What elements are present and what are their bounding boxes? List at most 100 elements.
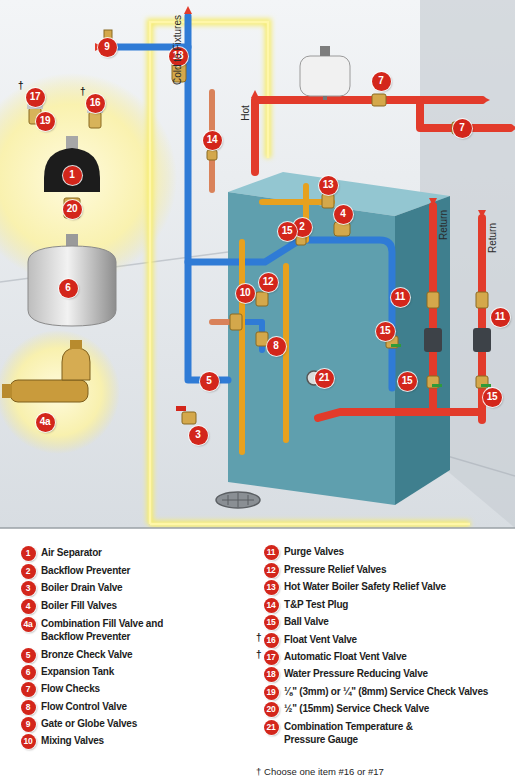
combination-valve bbox=[62, 348, 90, 380]
flow-arrow bbox=[184, 6, 192, 14]
callout-number: 13 bbox=[267, 583, 276, 592]
purge-valve bbox=[476, 292, 488, 308]
callout-number: 2 bbox=[299, 222, 304, 232]
callout-number: 4a bbox=[40, 417, 51, 427]
callout-circle: 7 bbox=[453, 119, 472, 138]
callout-circle: 15 bbox=[264, 615, 279, 630]
callout-number: 11 bbox=[395, 292, 405, 302]
callout-number: 6 bbox=[65, 283, 70, 293]
callout-number: 16 bbox=[90, 98, 101, 108]
callout-circle: 5 bbox=[21, 648, 36, 663]
panel-border bbox=[0, 527, 515, 529]
combination-valve bbox=[2, 384, 12, 398]
pipes bbox=[102, 16, 510, 452]
callout-number: 15 bbox=[267, 618, 276, 627]
callout-circle: 20 bbox=[63, 200, 82, 219]
part-name: Expansion Tank bbox=[41, 666, 246, 679]
yellow-pipe bbox=[239, 242, 245, 452]
part-name: ½" (15mm) Service Check Valve bbox=[284, 703, 515, 716]
callout-circle: 11 bbox=[391, 288, 410, 307]
callout-number: 19 bbox=[40, 116, 51, 126]
part-name: T&P Test Plug bbox=[284, 599, 515, 612]
callout-number: 12 bbox=[263, 277, 274, 287]
callout-circle: 21 bbox=[315, 369, 334, 388]
callout-circle: 3 bbox=[189, 426, 208, 445]
callout-circle: 11 bbox=[264, 545, 279, 560]
part-name: ⅛" (3mm) or ¼" (8mm) Service Check Valve… bbox=[284, 686, 515, 699]
flow-arrow bbox=[429, 198, 437, 206]
part-name: Mixing Valves bbox=[41, 735, 246, 748]
spotlight bbox=[0, 330, 120, 454]
flow-arrow bbox=[251, 90, 259, 98]
callout-circle: 20 bbox=[264, 702, 279, 717]
part-name: Float Vent Valve bbox=[284, 634, 515, 647]
expansion-tank bbox=[300, 56, 350, 96]
callout-circle: 5 bbox=[200, 372, 219, 391]
callout-circle: 6 bbox=[21, 665, 36, 680]
callout-number: 12 bbox=[267, 566, 276, 575]
callout-circle: 8 bbox=[21, 700, 36, 715]
callout-number: 7 bbox=[459, 123, 464, 133]
relief-valve bbox=[256, 292, 268, 306]
callout-number: 16 bbox=[267, 636, 276, 645]
tank-fitting bbox=[320, 46, 330, 56]
ball-valve bbox=[296, 235, 306, 245]
callout-number: 1 bbox=[69, 170, 74, 180]
valves bbox=[102, 30, 488, 424]
callout-circle: 10 bbox=[21, 734, 36, 749]
callout-number: 17 bbox=[30, 92, 41, 102]
callout-number: 13 bbox=[323, 180, 334, 190]
expansion-tank bbox=[28, 246, 116, 326]
flow-arrow bbox=[478, 210, 486, 218]
cold-pipe bbox=[188, 240, 392, 388]
dagger-mark: † bbox=[80, 86, 86, 97]
callout-circle: 7 bbox=[21, 682, 36, 697]
callout-circle: 21 bbox=[264, 720, 279, 735]
callout-circle: 4 bbox=[21, 599, 36, 614]
callout-number: 10 bbox=[240, 288, 251, 298]
cold-pipe bbox=[188, 16, 228, 380]
callout-circle: 14 bbox=[264, 598, 279, 613]
callout-circle: 12 bbox=[259, 273, 278, 292]
ball-valve-handle bbox=[481, 384, 491, 387]
part-name: Air Separator bbox=[41, 547, 246, 560]
part-name: Combination Temperature & Pressure Gauge bbox=[284, 721, 414, 746]
parts-list-panel bbox=[0, 528, 515, 784]
callout-number: 18 bbox=[267, 670, 276, 679]
callout-circle: 16 bbox=[264, 633, 279, 648]
return-pipe bbox=[318, 412, 482, 418]
callout-circle: 10 bbox=[236, 284, 255, 303]
callout-circle: 15 bbox=[376, 322, 395, 341]
callout-number: 6 bbox=[26, 668, 30, 677]
callout-number: 21 bbox=[267, 723, 276, 732]
callout-circle: 1 bbox=[21, 546, 36, 561]
circulator-pump bbox=[473, 328, 491, 352]
footnote: † Choose one item #16 or #17 bbox=[220, 766, 420, 777]
ball-valve-handle bbox=[432, 384, 442, 387]
yellow-pipe bbox=[283, 266, 289, 440]
callout-number: 5 bbox=[26, 651, 30, 660]
tank-fitting bbox=[323, 96, 327, 100]
dagger-mark: † bbox=[256, 632, 262, 643]
separator-fitting bbox=[66, 136, 78, 150]
part-name: Water Pressure Reducing Valve bbox=[284, 668, 515, 681]
callout-number: 15 bbox=[487, 392, 498, 402]
callout-number: 8 bbox=[26, 703, 30, 712]
dagger-mark: † bbox=[256, 649, 262, 660]
part-name: Backflow Preventer bbox=[41, 565, 246, 578]
callout-circle: 18 bbox=[264, 667, 279, 682]
callout-circle: 8 bbox=[267, 337, 286, 356]
part-name: Gate or Globe Valves bbox=[41, 718, 246, 731]
part-name: Automatic Float Vent Valve bbox=[284, 651, 515, 664]
air-separator bbox=[44, 148, 100, 192]
part-name: Boiler Drain Valve bbox=[41, 582, 246, 595]
callout-number: 7 bbox=[378, 76, 383, 86]
callout-number: 10 bbox=[24, 737, 33, 746]
callout-circle: 9 bbox=[98, 38, 117, 57]
circulator-pump bbox=[424, 328, 442, 352]
callout-number: 17 bbox=[267, 653, 276, 662]
callout-number: 9 bbox=[26, 720, 30, 729]
callout-number: 4 bbox=[340, 209, 345, 219]
floor-drain bbox=[216, 492, 260, 508]
